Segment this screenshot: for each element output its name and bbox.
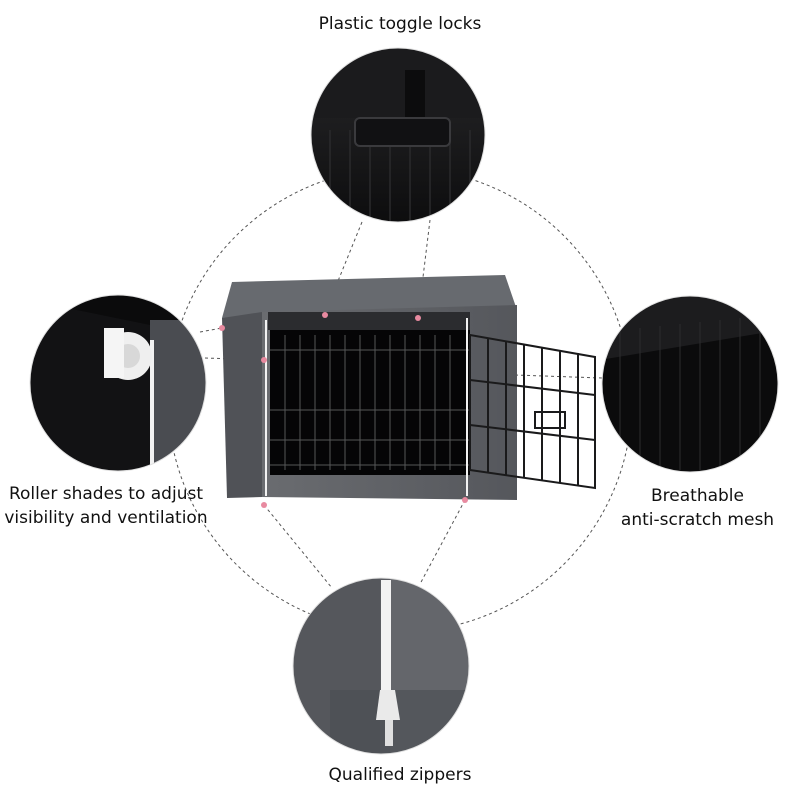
callout-label-zippers: Qualified zippers	[328, 765, 472, 785]
dog-crate-cover	[219, 275, 596, 508]
mesh-icon	[602, 296, 778, 472]
toggle-lock-icon	[311, 48, 485, 222]
roller-shade-icon	[30, 295, 206, 471]
zipper-icon	[293, 578, 469, 754]
callout-label-mesh: Breathable anti-scratch mesh	[620, 486, 775, 530]
callout-label-toggle-locks: Plastic toggle locks	[318, 14, 482, 34]
callout-label-roller-shades: Roller shades to adjust visibility and v…	[4, 484, 208, 528]
